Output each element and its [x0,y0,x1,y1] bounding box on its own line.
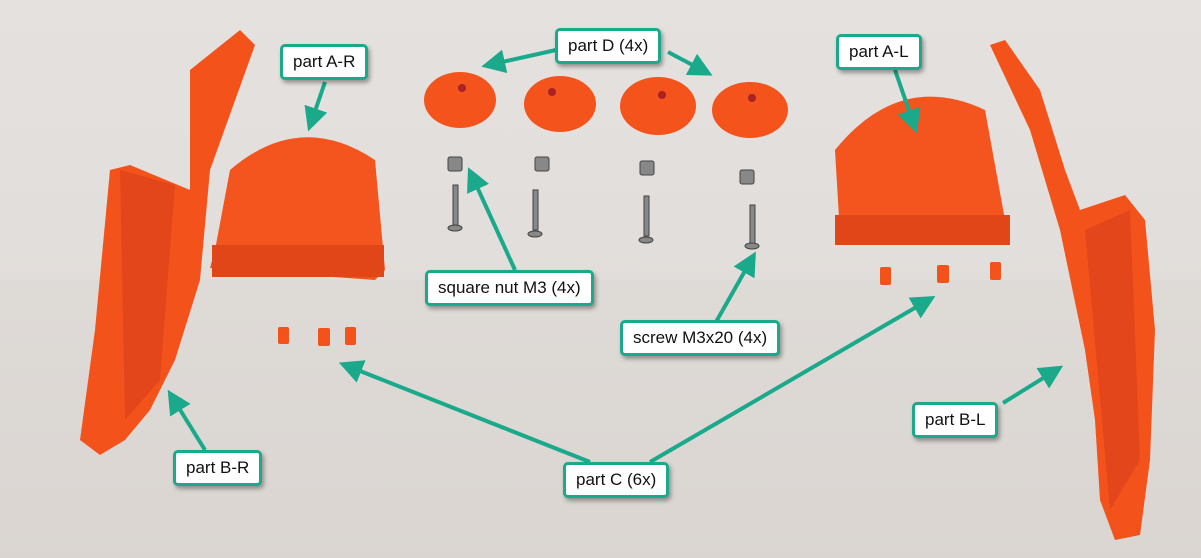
label-part-b-l: part B-L [912,402,999,438]
part-b-l [990,40,1155,540]
part-d-group [424,72,788,138]
callout-arrows [167,48,1064,464]
label-part-c: part C (6x) [563,462,670,498]
label-square-nut: square nut M3 (4x) [425,270,594,306]
part-b-r [80,30,255,455]
part-c-group [278,262,1001,346]
label-part-a-r: part A-R [280,44,369,80]
nuts-and-screws [447,156,760,250]
part-a-l [835,96,1005,236]
part-a-r-base [212,245,384,277]
part-a-l-base [835,215,1010,245]
part-a-r [210,137,385,280]
label-part-a-l: part A-L [836,34,922,70]
label-screw: screw M3x20 (4x) [620,320,781,356]
label-part-b-r: part B-R [173,450,263,486]
label-part-d: part D (4x) [555,28,662,64]
